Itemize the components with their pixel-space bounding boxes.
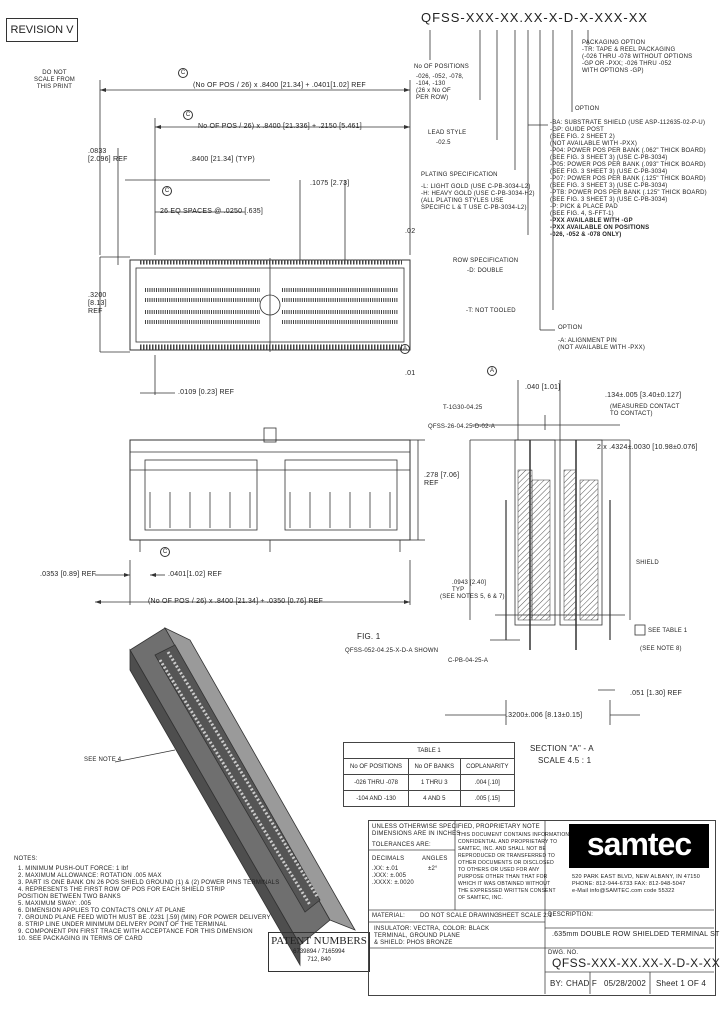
table-1-header: No OF BANKS	[408, 758, 461, 775]
table-1: TABLE 1 No OF POSITIONS No OF BANKS COPL…	[342, 742, 516, 807]
dim-width-ref: .3200 [8.13] REF	[88, 292, 107, 315]
title-block	[368, 820, 716, 996]
dim-02: .02	[405, 228, 416, 235]
section-terminal-ref: T-1G30-04.25	[443, 405, 483, 411]
dim-0401: .0401[1.02] REF	[168, 571, 222, 578]
dim-front-length: (No OF POS / 26) x .8400 [21.34] + .0350…	[148, 598, 323, 605]
table-1-header: COPLANARITY	[459, 758, 516, 775]
samtec-logo: samtec	[569, 824, 709, 868]
by-value: CHAD F	[566, 979, 597, 988]
option2-header: OPTION	[558, 325, 583, 331]
proprietary-header: PROPRIETARY NOTE	[476, 824, 540, 830]
dim-0109: .0109 [0.23] REF	[178, 389, 235, 396]
lead-style-header: LEAD STYLE	[428, 130, 467, 136]
sheet-number: Sheet 1 OF 4	[656, 979, 706, 988]
section-dim-0943: .0943 [2.40]TYP(SEE NOTES 5, 6 & 7)	[440, 580, 505, 600]
dim-01: .01	[405, 370, 416, 377]
table-1-header: No OF POSITIONS	[342, 758, 410, 775]
dim-overall-length: (No OF POS / 26) x .8400 [21.34] + .0401…	[193, 82, 366, 89]
packaging-option: PACKAGING OPTION-TR: TAPE & REEL PACKAGI…	[582, 40, 693, 74]
section-scale: SCALE 4.5 : 1	[538, 756, 592, 765]
section-marker-a-bottom: A	[400, 344, 410, 354]
drawing-date: 05/28/2002	[604, 979, 647, 988]
angle-tolerance: ±2°	[428, 866, 438, 872]
drawing-number-label: DWG. NO.	[548, 950, 579, 956]
datum-marker-4: C	[160, 547, 170, 557]
table-1-title: TABLE 1	[343, 742, 515, 759]
section-dim-051: .051 [1.30] REF	[630, 690, 683, 697]
revision-box: REVISION V	[6, 18, 78, 42]
part-number-template: QFSS-XXX-XX.XX-X-D-X-XXX-XX	[421, 10, 649, 25]
section-part-ref: QFSS-26-04.25-D-02-A	[428, 424, 496, 430]
plating-header: PLATING SPECIFICATION	[421, 172, 498, 178]
dim-0353: .0353 [0.89] REF	[40, 571, 97, 578]
description-label: DESCRIPTION:	[548, 912, 594, 918]
datum-marker-2: C	[183, 110, 193, 120]
section-title: SECTION "A" - A	[530, 744, 594, 753]
fig1-subtitle: QFSS-052-04.25-X-D-A SHOWN	[345, 648, 439, 654]
table-row: -026 THRU -078 1 THRU 3 .004 [.10]	[342, 774, 516, 791]
dim-side-offset: .0833 [2.096] REF	[88, 148, 128, 163]
notes-header: NOTES:	[14, 856, 38, 862]
plating-list: -L: LIGHT GOLD (USE C-PB-3034-L2)-H: HEA…	[421, 184, 535, 211]
material-label: MATERIAL:	[372, 913, 406, 919]
tolerance-header: UNLESS OTHERWISE SPECIFIED,DIMENSIONS AR…	[372, 824, 475, 837]
row-spec-header: ROW SPECIFICATION	[453, 258, 519, 264]
section-part-ref-2: C-PB-04-25-A	[448, 658, 489, 664]
option2-list: -A: ALIGNMENT PIN(NOT AVAILABLE WITH -PX…	[558, 338, 646, 351]
see-note-8: (SEE NOTE 8)	[640, 646, 682, 652]
dim-height-ref: .278 [7.06] REF	[424, 472, 460, 487]
dim-body-length: No OF POS / 26) x .8400 [21.336] + .2150…	[198, 123, 362, 130]
table-row: -104 AND -130 4 AND 5 .005 [.15]	[342, 790, 516, 807]
dim-bank-pitch: .8400 [21.34] (TYP)	[190, 156, 255, 163]
not-tooled-label: -T: NOT TOOLED	[466, 308, 516, 314]
decimals-label: DECIMALS	[372, 856, 405, 862]
drawing-number: QFSS-XXX-XX.XX-X-D-X-XXX-XX	[552, 956, 720, 970]
section-dim-134: .134±.005 [3.40±0.127]	[605, 392, 682, 399]
lead-style-value: -02.5	[436, 140, 451, 146]
datum-marker-1: C	[178, 68, 188, 78]
section-dim-3200: .3200±.006 [8.13±0.15]	[506, 712, 583, 719]
fig1-title: FIG. 1	[357, 632, 381, 641]
datum-marker-3: C	[162, 186, 172, 196]
sheet-scale: SHEET SCALE 2:1	[498, 913, 553, 919]
see-table-1: SEE TABLE 1	[648, 628, 688, 634]
by-label: BY:	[550, 979, 564, 988]
section-dim-4324: 2 x .4324±.0030 [10.98±0.076]	[597, 444, 698, 451]
company-address: 520 PARK EAST BLVD, NEW ALBANY, IN 47150…	[572, 874, 701, 894]
option-header: OPTION	[575, 106, 600, 112]
section-marker-a-top: A	[487, 366, 497, 376]
angles-label: ANGLES	[422, 856, 448, 862]
patent-title: PATENT NUMBERS	[271, 935, 367, 947]
option-list: -BA: SUBSTRATE SHIELD (USE ASP-112635-02…	[550, 120, 707, 238]
see-note-4: SEE NOTE 4	[84, 757, 122, 763]
row-spec-value: -D: DOUBLE	[467, 268, 504, 274]
section-dim-040: .040 [1.01]	[525, 384, 561, 391]
positions-header: No OF POSITIONS	[414, 64, 470, 70]
dim-eq-spaces: 26 EQ SPACES @ .0250 [.635]	[160, 208, 264, 215]
tolerance-values: .XX: ±.01.XXX: ±.005.XXXX: ±.0020	[372, 866, 414, 886]
dim-offset-1075: .1075 [2.73]	[310, 180, 350, 187]
description-value: .635mm DOUBLE ROW SHIELDED TERMINAL STRI…	[552, 931, 720, 938]
do-not-scale-drawing: DO NOT SCALE DRAWING	[420, 913, 500, 919]
tolerance-label: TOLERANCES ARE:	[372, 842, 431, 848]
shield-label: SHIELD	[636, 560, 659, 566]
patent-numbers-box: PATENT NUMBERS 6739894 / 7165994 712, 84…	[268, 932, 370, 972]
